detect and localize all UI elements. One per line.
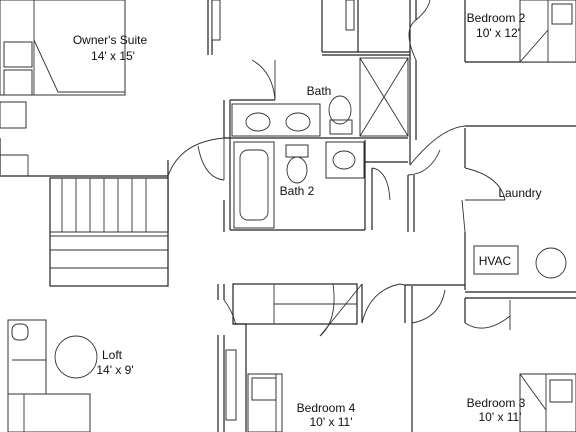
bath-name: Bath bbox=[307, 84, 332, 98]
bath2-name: Bath 2 bbox=[280, 184, 315, 198]
loft-table bbox=[54, 335, 98, 379]
bedroom4-name: Bedroom 4 bbox=[297, 401, 356, 415]
stairs bbox=[49, 177, 169, 287]
owners-suite-size: 14' x 15' bbox=[91, 49, 135, 63]
bathtub bbox=[233, 141, 275, 229]
room-labels: Owner's Suite 14' x 15' Bath Bedroom 2 1… bbox=[73, 11, 542, 429]
bedroom4-size: 10' x 11' bbox=[309, 415, 352, 429]
bedroom3-size: 10' x 11' bbox=[478, 410, 521, 424]
doors bbox=[167, 0, 511, 337]
hvac-unit bbox=[473, 245, 519, 275]
vanity bbox=[231, 103, 321, 137]
bedroom2-name: Bedroom 2 bbox=[467, 11, 526, 25]
nightstand bbox=[0, 101, 27, 129]
loft-size: 14' x 9' bbox=[96, 363, 133, 377]
laundry-name: Laundry bbox=[498, 186, 541, 200]
water-heater bbox=[535, 247, 567, 279]
bedroom2-size: 10' x 12' bbox=[476, 26, 520, 40]
owners-suite-name: Owner's Suite bbox=[73, 33, 148, 47]
hvac-name: HVAC bbox=[479, 254, 512, 268]
loft-name: Loft bbox=[102, 348, 123, 362]
bedroom3-name: Bedroom 3 bbox=[467, 396, 526, 410]
